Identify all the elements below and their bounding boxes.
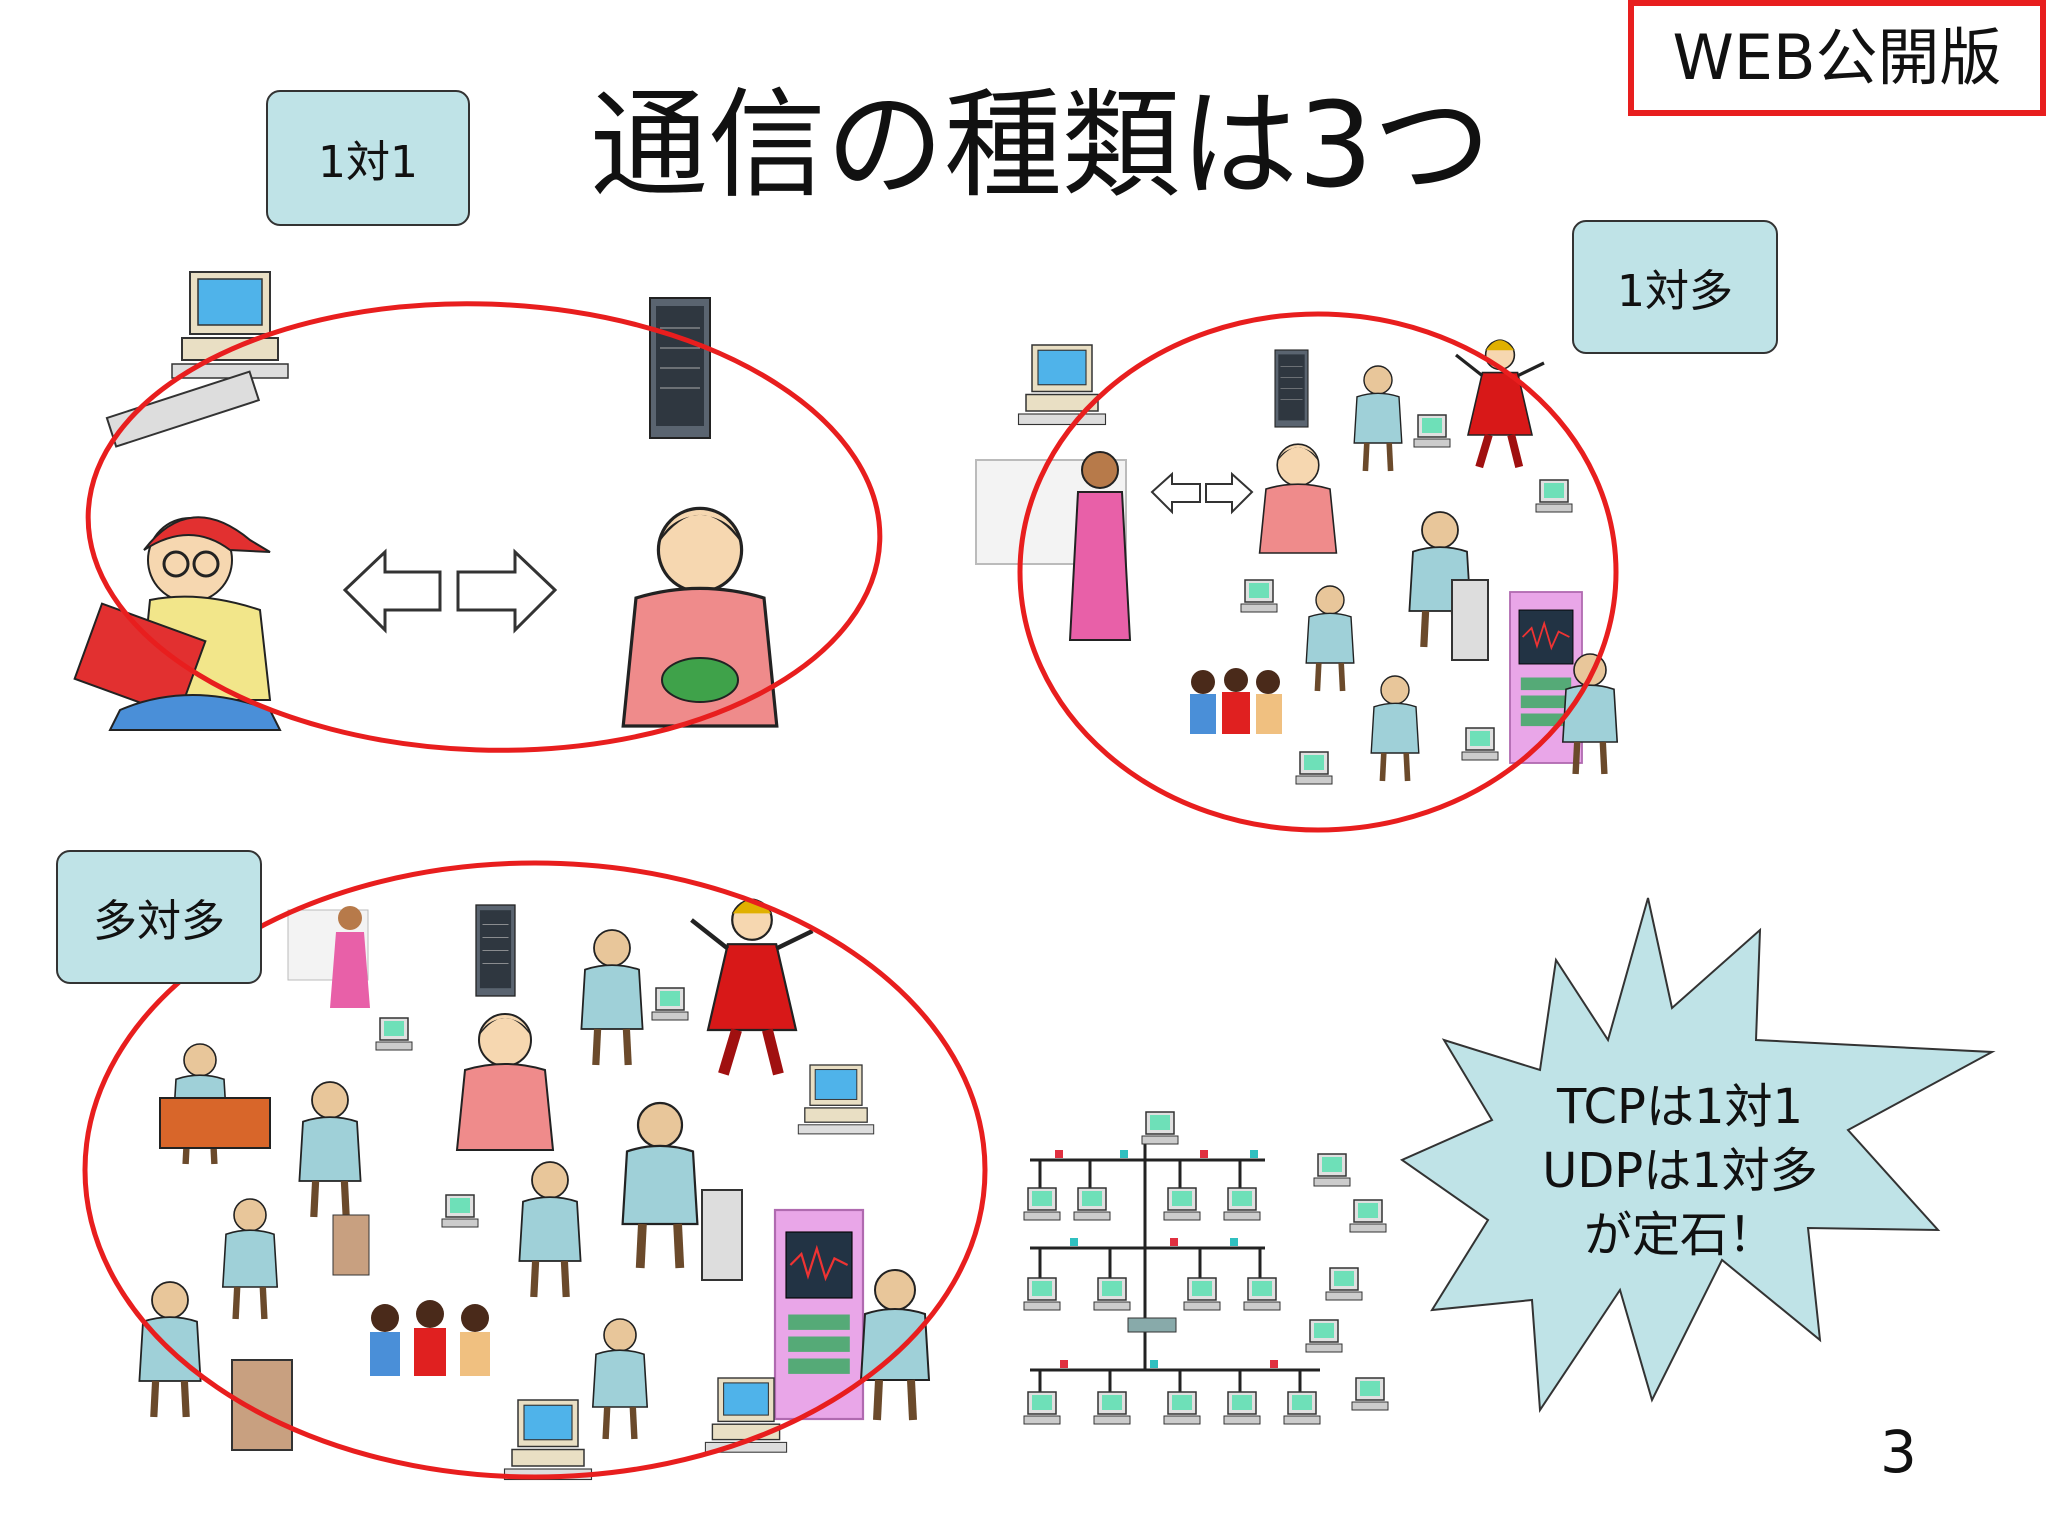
label-one-to-many-text: 1対多 xyxy=(1617,266,1733,317)
label-one-to-many: 1対多 xyxy=(1572,220,1778,354)
label-many-to-many: 多対多 xyxy=(56,850,262,984)
label-one-to-one-text: 1対1 xyxy=(318,137,418,188)
many-to-many-illustration xyxy=(82,860,988,1481)
callout-line-2: UDPは1対多 xyxy=(1542,1143,1818,1199)
callout-text: TCPは1対1 UDPは1対多 が定石！ xyxy=(1490,1075,1870,1267)
network-nodes xyxy=(1023,1111,1389,1425)
callout-burst xyxy=(1399,897,1996,1413)
label-one-to-one: 1対1 xyxy=(266,90,470,226)
one-to-many-illustration xyxy=(975,311,1617,833)
page-title: 通信の種類は3つ xyxy=(590,76,1492,214)
network-packets xyxy=(1055,1150,1278,1368)
web-version-badge: WEB公開版 xyxy=(1628,0,2046,116)
callout-line-1: TCPは1対1 xyxy=(1556,1079,1804,1135)
label-many-to-many-text: 多対多 xyxy=(93,896,225,947)
callout-line-3: が定石！ xyxy=(1583,1207,1776,1263)
one-to-one-illustration xyxy=(73,271,883,753)
network-diagram xyxy=(1030,1140,1320,1395)
page-number: 3 xyxy=(1880,1418,1917,1486)
